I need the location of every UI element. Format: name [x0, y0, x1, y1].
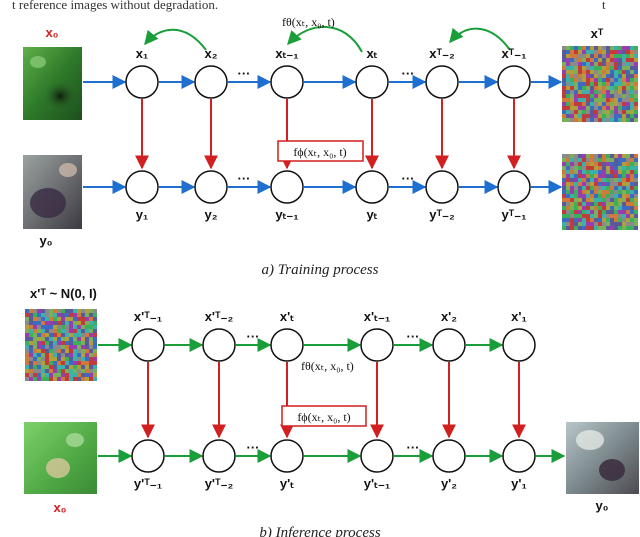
- inference-y-node-3: [270, 439, 304, 473]
- training-y0-image: [23, 155, 82, 229]
- training-xT-label: xᵀ: [591, 26, 604, 41]
- inference-ellipsis-bottom-2: ···: [407, 440, 420, 455]
- inference-x-node-1: [131, 328, 165, 362]
- inference-y-node-label-5: y'₂: [441, 476, 457, 491]
- training-f-theta-label: fθ(xₜ, x₀, t): [282, 15, 335, 29]
- training-y-node-2: [194, 170, 228, 204]
- training-ellipsis-top-2: ···: [402, 66, 415, 81]
- inference-x-node-label-5: x'₂: [441, 309, 457, 324]
- training-x-node-label-6: xᵀ₋₁: [501, 46, 526, 61]
- inference-x-node-2: [202, 328, 236, 362]
- inference-y-node-label-4: y'ₜ₋₁: [364, 476, 390, 491]
- training-x-node-label-1: x₁: [136, 46, 149, 61]
- training-y-node-5: [425, 170, 459, 204]
- inference-x-node-label-2: x'ᵀ₋₂: [205, 309, 234, 324]
- inference-x-node-5: [432, 328, 466, 362]
- training-caption: a) Training process: [262, 262, 379, 278]
- inference-x-node-6: [502, 328, 536, 362]
- training-y0-label: y₀: [39, 233, 52, 248]
- inference-f-phi-box: [281, 405, 367, 427]
- training-x-node-label-4: xₜ: [366, 46, 377, 61]
- training-y-node-label-4: yₜ: [366, 207, 377, 222]
- training-f-phi-box: [277, 140, 364, 162]
- inference-caption: b) Inference process: [259, 525, 381, 537]
- training-green-curve-1: [144, 28, 207, 51]
- training-y-node-label-1: y₁: [136, 207, 149, 222]
- training-y-node-6: [497, 170, 531, 204]
- training-x-node-2: [194, 65, 228, 99]
- training-y-node-4: [355, 170, 389, 204]
- inference-output-image: [566, 422, 639, 494]
- inference-y-node-1: [131, 439, 165, 473]
- training-y-node-label-3: yₜ₋₁: [275, 207, 298, 222]
- training-x0-image: [23, 47, 82, 120]
- header-right-mark: t: [602, 0, 606, 12]
- inference-x0-image: [24, 422, 97, 494]
- training-y-node-label-5: yᵀ₋₂: [429, 207, 455, 222]
- training-x-node-6: [497, 65, 531, 99]
- training-x-node-label-3: xₜ₋₁: [275, 46, 298, 61]
- inference-noise-image: [25, 309, 97, 381]
- inference-x0-label: x₀: [53, 500, 66, 515]
- inference-ellipsis-bottom-1: ···: [247, 440, 260, 455]
- inference-f-theta-label: fθ(xₜ, x₀, t): [301, 359, 354, 373]
- training-x-node-3: [270, 65, 304, 99]
- inference-x-node-3: [270, 328, 304, 362]
- inference-y-node-6: [502, 439, 536, 473]
- inference-y-node-label-2: y'ᵀ₋₂: [205, 476, 234, 491]
- training-y-node-3: [270, 170, 304, 204]
- inference-y-node-label-1: y'ᵀ₋₁: [134, 476, 162, 491]
- inference-noise-label: x'ᵀ ~ N(0, I): [30, 286, 97, 301]
- training-x-node-label-2: x₂: [204, 46, 217, 61]
- inference-y0-label: y₀: [595, 498, 608, 513]
- training-ellipsis-bottom-2: ···: [402, 171, 415, 186]
- inference-y-node-5: [432, 439, 466, 473]
- inference-ellipsis-top-2: ···: [407, 329, 420, 344]
- training-x-node-1: [125, 65, 159, 99]
- inference-x-node-label-1: x'ᵀ₋₁: [134, 309, 162, 324]
- training-x-node-5: [425, 65, 459, 99]
- inference-f-phi-label: fϕ(xₜ, x₀, t): [297, 410, 350, 424]
- training-x-node-label-5: xᵀ₋₂: [429, 46, 455, 61]
- training-f-phi-label: fϕ(xₜ, x₀, t): [293, 145, 346, 159]
- inference-x-node-label-3: x'ₜ: [280, 309, 294, 324]
- inference-y-node-label-3: y'ₜ: [280, 476, 294, 491]
- inference-x-node-4: [360, 328, 394, 362]
- header-fragment: t reference images without degradation.: [12, 0, 218, 12]
- inference-y-node-label-6: y'₁: [511, 476, 527, 491]
- training-green-curve-2: [287, 25, 363, 53]
- inference-x-node-label-6: x'₁: [511, 309, 527, 324]
- training-x-node-4: [355, 65, 389, 99]
- training-ellipsis-top-1: ···: [238, 66, 251, 81]
- training-x0-label: x₀: [45, 25, 58, 40]
- training-noise-top: [562, 46, 638, 122]
- inference-ellipsis-top-1: ···: [247, 329, 260, 344]
- inference-x-node-label-4: x'ₜ₋₁: [364, 309, 390, 324]
- training-y-node-label-6: yᵀ₋₁: [501, 207, 526, 222]
- training-ellipsis-bottom-1: ···: [238, 171, 251, 186]
- inference-y-node-4: [360, 439, 394, 473]
- training-y-node-1: [125, 170, 159, 204]
- training-noise-bottom: [562, 154, 638, 230]
- training-green-curve-3: [449, 27, 511, 51]
- training-y-node-label-2: y₂: [204, 207, 217, 222]
- inference-y-node-2: [202, 439, 236, 473]
